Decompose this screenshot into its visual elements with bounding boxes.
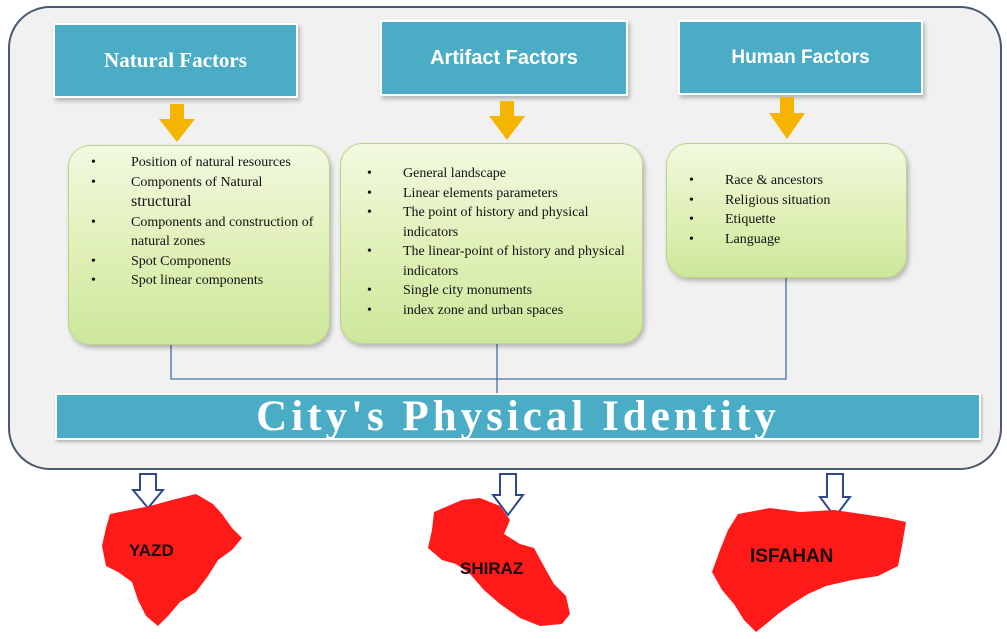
- list-item: Spot Components: [91, 252, 321, 272]
- down-arrow-icon: [159, 104, 195, 142]
- list-item-text: Components of Natural: [131, 174, 263, 190]
- list-item: The linear-point of history and physical…: [367, 242, 635, 281]
- list-item: Spot linear components: [91, 271, 321, 291]
- hollow-down-arrow-icon: [818, 473, 852, 519]
- human-factors-box: Race & ancestors Religious situation Eti…: [666, 143, 907, 278]
- connector-line: [170, 278, 787, 380]
- list-item: Linear elements parameters: [367, 184, 635, 204]
- yazd-label: YAZD: [129, 541, 174, 560]
- yazd-map-icon: [102, 494, 242, 626]
- down-arrow-icon: [489, 101, 525, 140]
- human-factors-header: Human Factors: [678, 20, 923, 95]
- list-item: Etiquette: [689, 210, 895, 230]
- list-item: Race & ancestors: [689, 171, 895, 191]
- artifact-factors-header: Artifact Factors: [380, 20, 628, 96]
- down-arrow-icon: [769, 97, 805, 139]
- list-item: Position of natural resources: [91, 153, 321, 173]
- list-item: Components of Natural structural: [91, 173, 321, 213]
- list-item: Components and construction of natural z…: [91, 213, 321, 252]
- list-item: General landscape: [367, 164, 635, 184]
- city-physical-identity-bar: City's Physical Identity: [55, 393, 981, 440]
- hollow-down-arrow-icon: [491, 473, 525, 517]
- hollow-down-arrow-icon: [130, 473, 166, 510]
- list-item-text: structural: [131, 193, 192, 210]
- shiraz-map-icon: [428, 498, 570, 626]
- artifact-factors-box: General landscape Linear elements parame…: [340, 143, 643, 344]
- shiraz-label: SHIRAZ: [460, 559, 524, 578]
- list-item: index zone and urban spaces: [367, 301, 635, 321]
- isfahan-label: ISFAHAN: [750, 546, 834, 567]
- natural-factors-box: Position of natural resources Components…: [68, 145, 330, 345]
- list-item: Language: [689, 230, 895, 250]
- list-item: Single city monuments: [367, 281, 635, 301]
- list-item: Religious situation: [689, 191, 895, 211]
- list-item: The point of history and physical indica…: [367, 203, 635, 242]
- isfahan-map-icon: [712, 508, 906, 632]
- natural-factors-header: Natural Factors: [53, 23, 298, 98]
